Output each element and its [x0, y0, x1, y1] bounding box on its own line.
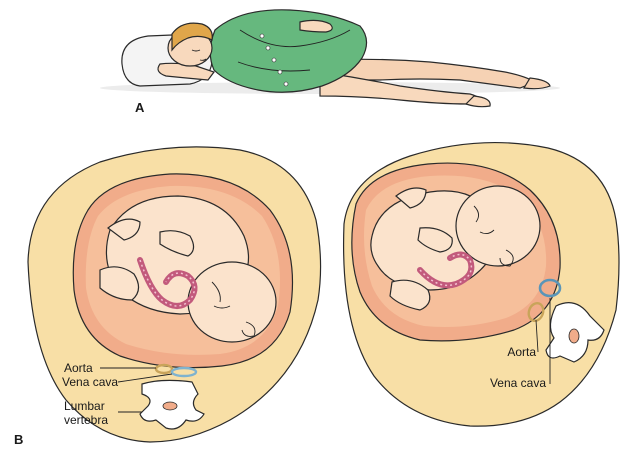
- label-vena-cava-left: Vena cava: [62, 375, 118, 389]
- woman-left-lateral-figure: [100, 10, 560, 107]
- label-aorta-left: Aorta: [64, 361, 93, 375]
- label-vertebra-left: vertebra: [64, 413, 108, 427]
- right-cross-section: [344, 143, 619, 427]
- spinal-canal: [569, 329, 579, 343]
- left-cross-section: [28, 147, 321, 442]
- label-aorta-right: Aorta: [507, 345, 536, 359]
- label-vena-cava-right: Vena cava: [490, 376, 546, 390]
- label-lumbar-left: Lumbar: [64, 399, 105, 413]
- fetus-head: [188, 262, 276, 342]
- panel-label-b: B: [14, 432, 23, 447]
- spinal-canal: [163, 402, 177, 410]
- fetus-head: [456, 186, 540, 266]
- panel-label-a: A: [135, 100, 145, 115]
